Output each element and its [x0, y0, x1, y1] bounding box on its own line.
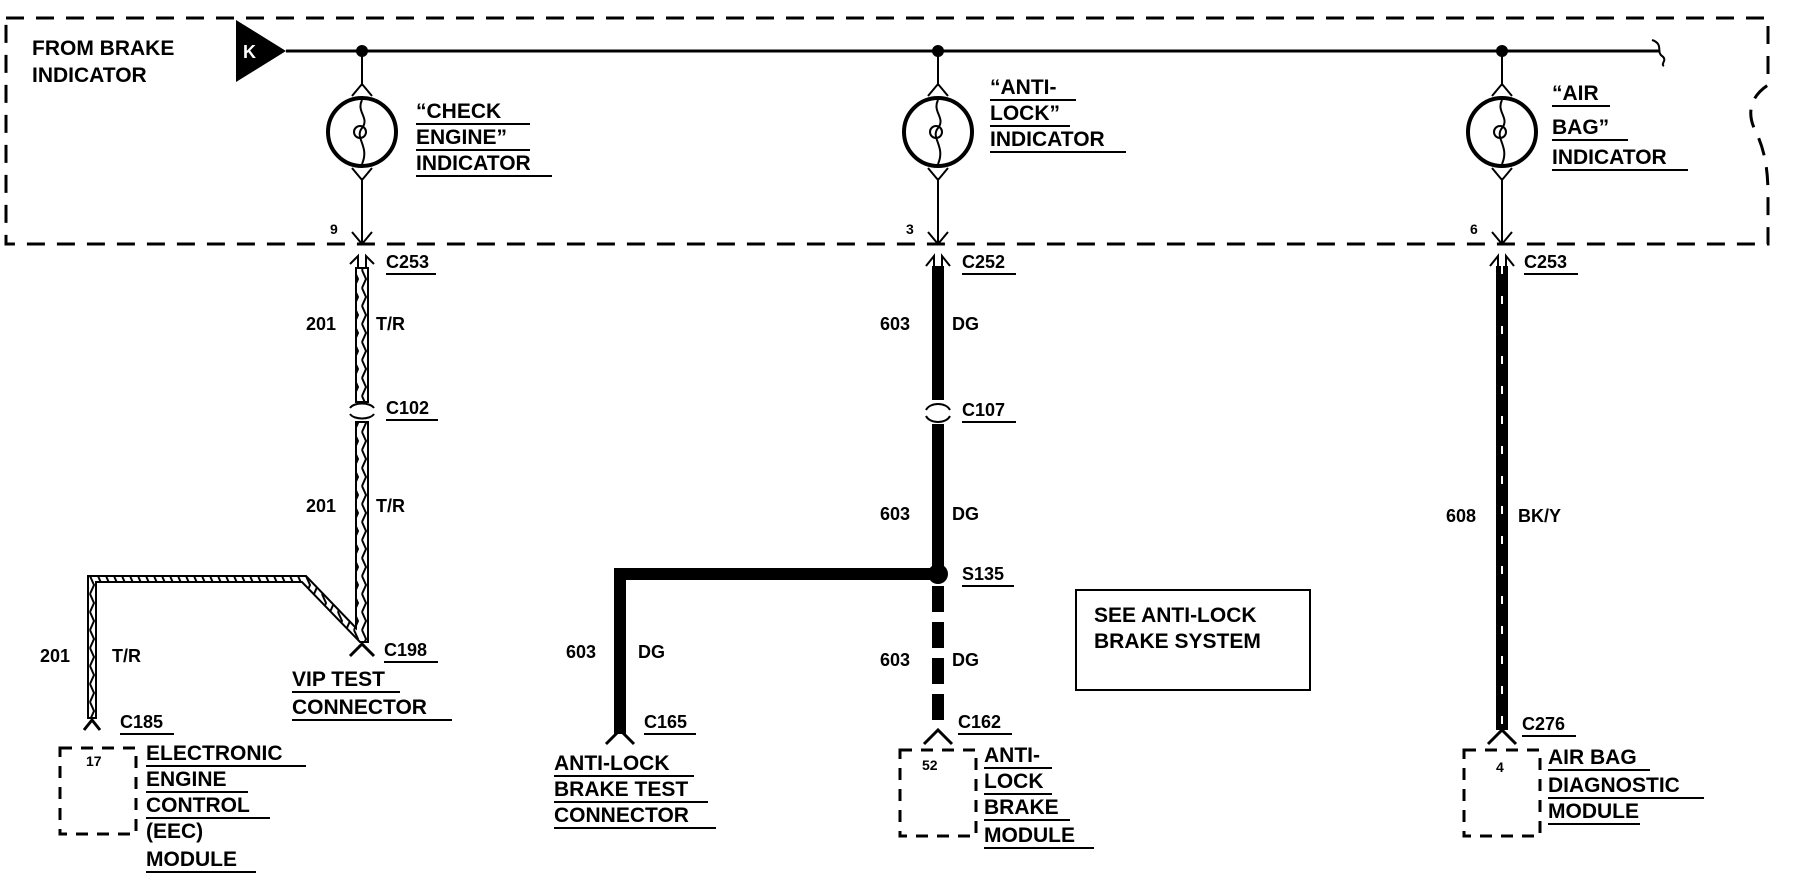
- wire-color: DG: [638, 642, 665, 662]
- module-label: ANTI-: [984, 744, 1040, 767]
- pin-number: 17: [86, 753, 102, 769]
- connector-label: C107: [962, 400, 1005, 420]
- source-label-line2: INDICATOR: [32, 64, 147, 87]
- pin-number: 3: [906, 221, 914, 237]
- branch-connector-label: ANTI-LOCK: [554, 752, 669, 775]
- wire-color: DG: [952, 314, 979, 334]
- module-label: BRAKE: [984, 796, 1059, 819]
- module-label: MODULE: [146, 848, 237, 871]
- indicator-label: “ANTI-: [990, 76, 1057, 99]
- module-label: ELECTRONIC: [146, 742, 283, 765]
- indicator-label: BAG”: [1552, 116, 1609, 139]
- wire-color: DG: [952, 504, 979, 524]
- connector-label: C162: [958, 712, 1001, 732]
- branch-connector-label: BRAKE TEST: [554, 778, 688, 801]
- connector-label: C276: [1522, 714, 1565, 734]
- wire-number: 608: [1446, 506, 1476, 526]
- wire-number: 603: [566, 642, 596, 662]
- module-label: AIR BAG: [1548, 746, 1637, 769]
- test-connector-label: VIP TEST: [292, 668, 385, 691]
- indicator-label: INDICATOR: [990, 128, 1105, 151]
- indicator-label: “CHECK: [416, 100, 501, 123]
- indicator-label: INDICATOR: [416, 152, 531, 175]
- instrument-cluster-boundary: [4, 16, 1770, 246]
- wire-number: 201: [40, 646, 70, 666]
- indicator-label: INDICATOR: [1552, 146, 1667, 169]
- bulb-icon: [326, 96, 398, 168]
- circuit-608: C253 608 BK/Y C276 4 AIR BAG DIAGNOSTIC …: [1446, 252, 1704, 838]
- note-text: BRAKE SYSTEM: [1094, 630, 1261, 653]
- pin-number: 52: [922, 757, 938, 773]
- splice-label: S135: [962, 564, 1004, 584]
- source-connector-symbol: K: [243, 42, 256, 62]
- module-label: CONTROL: [146, 794, 250, 817]
- wire-color: DG: [952, 650, 979, 670]
- pin-number: 9: [330, 221, 338, 237]
- module-label: MODULE: [1548, 800, 1639, 823]
- wire-color: T/R: [112, 646, 141, 666]
- connector-label: C185: [120, 712, 163, 732]
- circuit-603: C252 603 DG C107 603 DG S135 603 DG C165…: [554, 252, 1311, 849]
- bulb-icon: [902, 96, 974, 168]
- pin-number: 4: [1496, 759, 1504, 775]
- note-text: SEE ANTI-LOCK: [1094, 604, 1257, 627]
- wire-number: 603: [880, 504, 910, 524]
- bus-continuation-icon: [1651, 39, 1666, 67]
- air-bag-module-box: [1462, 748, 1542, 838]
- connector-label: C165: [644, 712, 687, 732]
- pin-number: 6: [1470, 221, 1478, 237]
- indicator-label: LOCK”: [990, 102, 1060, 125]
- connector-label: C253: [386, 252, 429, 272]
- anti-lock-brake-module-box: [898, 748, 978, 838]
- connector-label: C252: [962, 252, 1005, 272]
- source-label-line1: FROM BRAKE: [32, 37, 174, 60]
- connector-label: C253: [1524, 252, 1567, 272]
- wire-number: 603: [880, 650, 910, 670]
- connector-label: C102: [386, 398, 429, 418]
- wire-color: BK/Y: [1518, 506, 1561, 526]
- source-connector-icon: [236, 20, 286, 82]
- module-label: DIAGNOSTIC: [1548, 774, 1680, 797]
- circuit-201: C253 201 T/R C102 201 T/R C198 VIP TEST …: [40, 252, 452, 873]
- wire-number: 201: [306, 496, 336, 516]
- note-box: [1075, 589, 1311, 691]
- module-label: LOCK: [984, 770, 1044, 793]
- wire-number: 201: [306, 314, 336, 334]
- bulb-icon: [1466, 96, 1538, 168]
- wire-color: T/R: [376, 496, 405, 516]
- module-label: (EEC): [146, 820, 203, 843]
- wire-color: T/R: [376, 314, 405, 334]
- test-connector-label: CONNECTOR: [292, 696, 427, 719]
- eec-module-box: [58, 746, 138, 836]
- branch-connector-label: CONNECTOR: [554, 804, 689, 827]
- connector-label: C198: [384, 640, 427, 660]
- indicator-label: ENGINE”: [416, 126, 507, 149]
- module-label: ENGINE: [146, 768, 227, 791]
- wire-number: 603: [880, 314, 910, 334]
- module-label: MODULE: [984, 824, 1075, 847]
- indicator-label: “AIR: [1552, 82, 1599, 105]
